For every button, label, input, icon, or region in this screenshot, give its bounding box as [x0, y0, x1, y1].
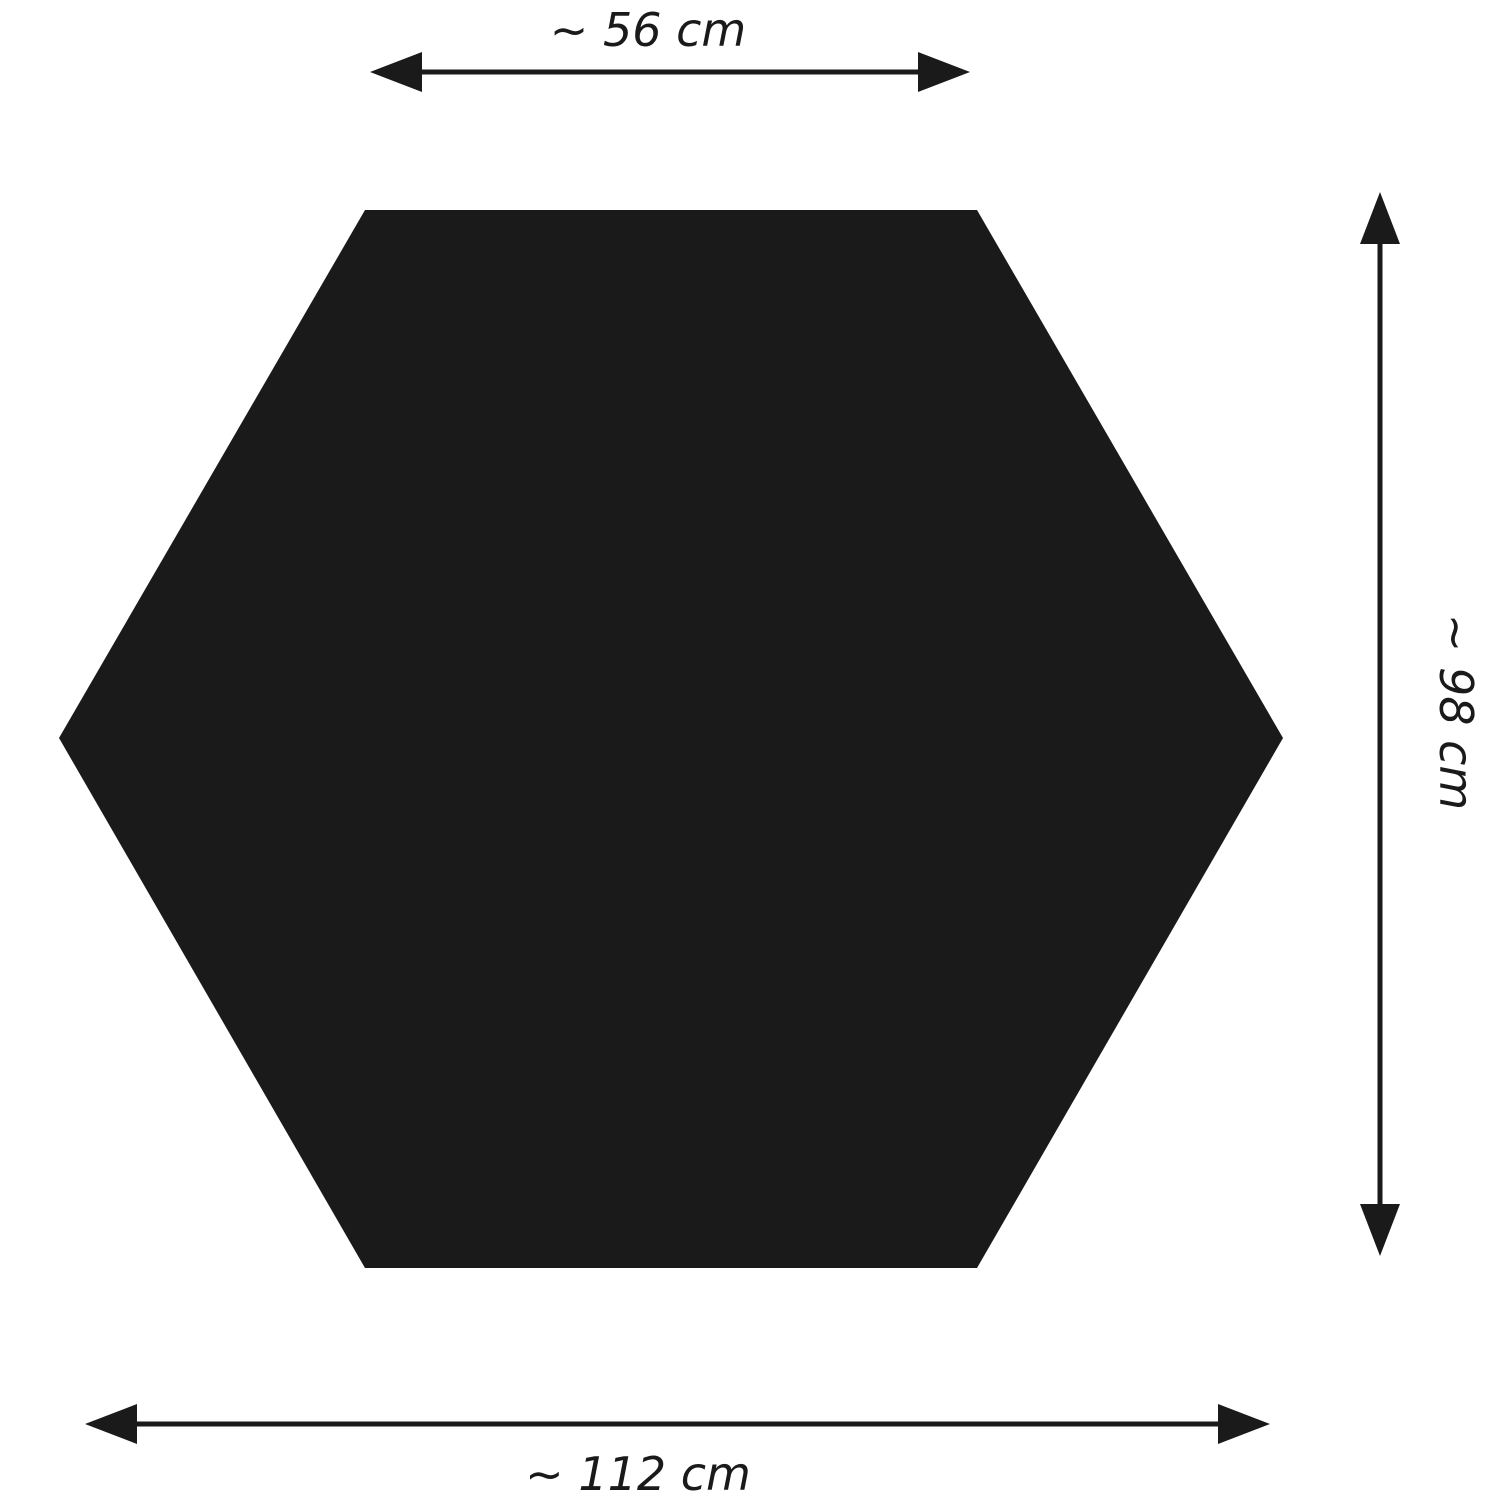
- total-height-label: ~ 98 cm: [1429, 614, 1483, 810]
- total-width-arrow-right-head: [1218, 1404, 1270, 1444]
- side-length-arrow-left-head: [370, 52, 422, 92]
- side-length-dimension: ~ 56 cm: [370, 3, 970, 92]
- total-height-arrow-top-head: [1360, 192, 1400, 244]
- total-width-arrow-left-head: [85, 1404, 137, 1444]
- side-length-label: ~ 56 cm: [550, 3, 746, 57]
- side-length-arrow-right-head: [918, 52, 970, 92]
- total-width-label: ~ 112 cm: [525, 1447, 751, 1500]
- hexagon-shape: [59, 210, 1283, 1268]
- total-width-dimension: ~ 112 cm: [85, 1404, 1270, 1500]
- total-height-arrow-bottom-head: [1360, 1204, 1400, 1256]
- total-height-dimension: ~ 98 cm: [1360, 192, 1483, 1256]
